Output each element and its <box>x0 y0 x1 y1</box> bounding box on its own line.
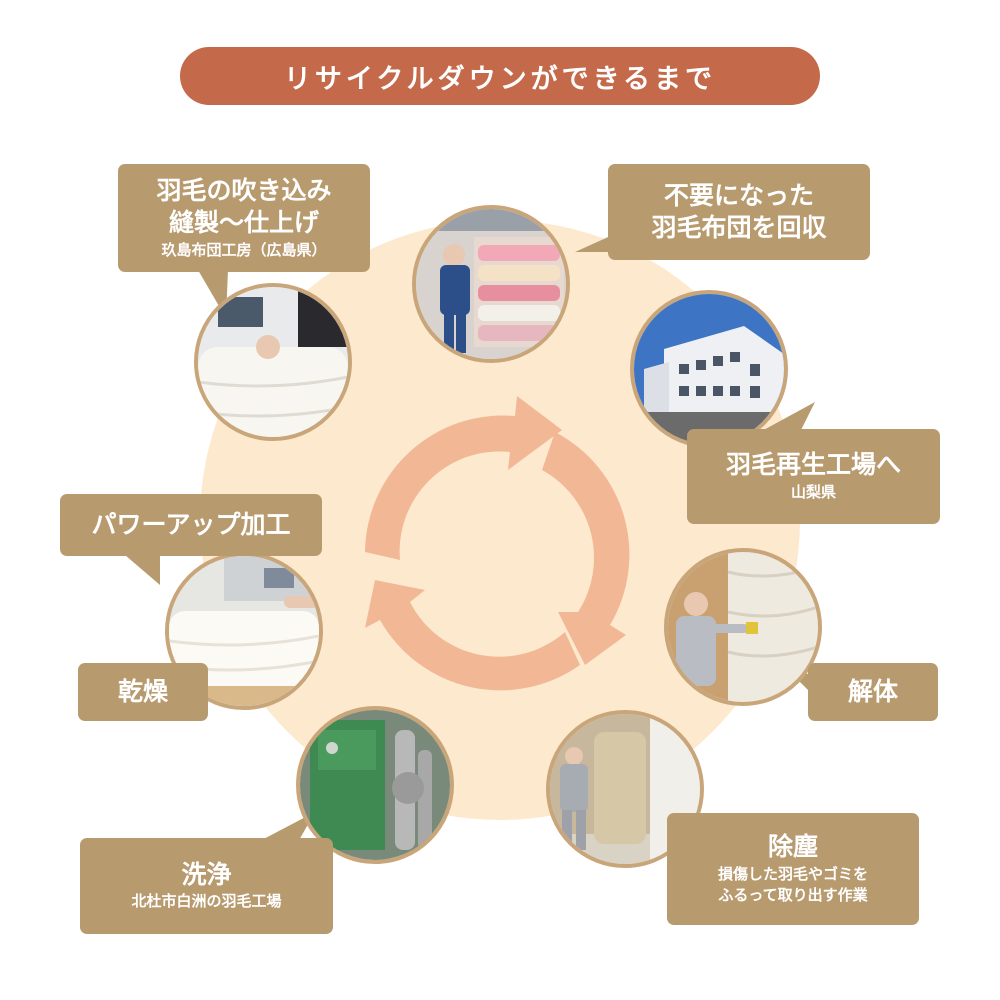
step-subtitle-line: 損傷した羽毛やゴミを <box>717 864 868 883</box>
photo-wash <box>296 706 454 864</box>
bubble-tail-factory <box>760 402 815 432</box>
cycle-arrow-top <box>365 396 562 560</box>
step-bubble-dry: 乾燥 <box>78 663 208 721</box>
step-subtitle-line: 玖島布団工房（広島県） <box>161 240 327 259</box>
bubble-tail-wash <box>258 812 315 842</box>
step-title-line: 乾燥 <box>117 676 168 706</box>
step-subtitle-line: 山梨県 <box>790 482 836 501</box>
step-bubble-finish: 羽毛の吹き込み 縫製～仕上げ 玖島布団工房（広島県） <box>118 164 370 272</box>
step-bubble-factory: 羽毛再生工場へ 山梨県 <box>687 429 940 524</box>
step-title-line: 羽毛布団を回収 <box>651 213 827 242</box>
step-title-line: 解体 <box>847 676 898 706</box>
step-bubble-wash: 洗浄 北杜市白洲の羽毛工場 <box>80 838 333 934</box>
cycle-arrow-right <box>542 432 630 665</box>
photo-collect <box>412 205 570 363</box>
photo-factory <box>630 290 788 448</box>
photo-dismantle <box>664 548 822 706</box>
step-title-line: 洗浄 <box>181 859 232 889</box>
step-title-line: パワーアップ加工 <box>91 509 291 539</box>
step-title-line: 羽毛再生工場へ <box>725 450 901 480</box>
step-bubble-powerup: パワーアップ加工 <box>60 494 322 556</box>
step-title-line: 縫製～仕上げ <box>168 208 319 238</box>
step-bubble-dust: 除塵 損傷した羽毛やゴミを ふるって取り出す作業 <box>667 813 919 925</box>
step-subtitle-line: 北杜市白洲の羽毛工場 <box>131 892 282 911</box>
step-bubble-dismantle: 解体 <box>808 663 938 721</box>
cycle-arrow-bottom <box>365 580 580 691</box>
step-subtitle-line: ふるって取り出す作業 <box>718 886 868 905</box>
step-title-line: 除塵 <box>767 832 818 861</box>
photo-finish <box>194 283 352 441</box>
step-bubble-collect: 不要になった 羽毛布団を回収 <box>608 164 870 260</box>
step-title-line: 不要になった <box>663 180 814 210</box>
step-title-line: 羽毛の吹き込み <box>156 175 332 205</box>
bubble-tail-powerup <box>125 555 160 585</box>
page-title: リサイクルダウンができるまで <box>180 47 820 105</box>
